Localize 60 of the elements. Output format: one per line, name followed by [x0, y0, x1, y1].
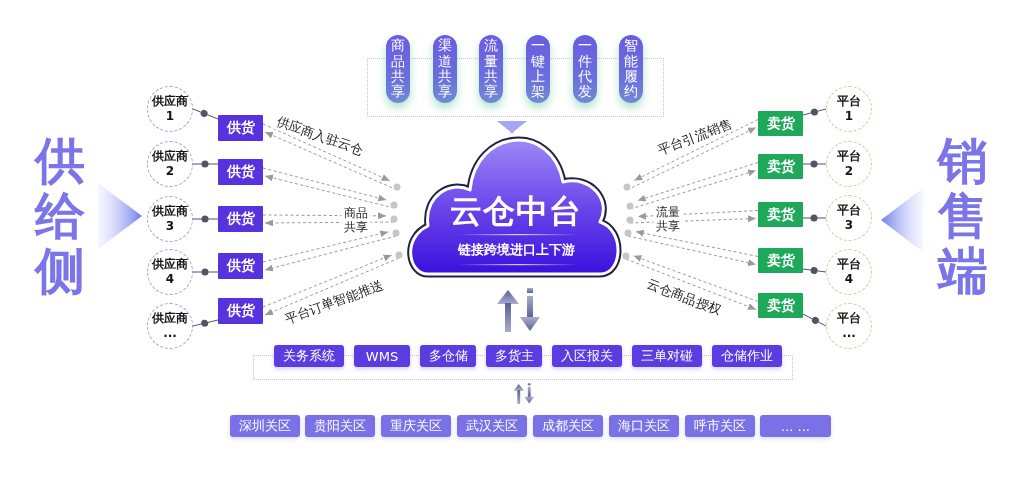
customs-zone-tag: 成都关区 — [533, 415, 603, 437]
supply-tag: 供货 — [218, 159, 263, 185]
dashed-arrow — [264, 235, 397, 272]
sales-tag: 卖货 — [758, 154, 803, 179]
feature-pill: 一键上架 — [526, 35, 550, 103]
cloud-title: 云仓中台 — [450, 194, 582, 230]
dashed-arrow — [627, 235, 757, 267]
edge-label: 流量共享 — [653, 204, 683, 234]
sales-tag: 卖货 — [758, 111, 803, 136]
side-heading: 销售端 — [938, 134, 988, 299]
sales-tag: 卖货 — [758, 293, 803, 318]
customs-zone-tag: 海口关区 — [609, 415, 679, 437]
dashed-arrow — [262, 167, 387, 202]
supply-tag: 供货 — [218, 206, 263, 232]
feature-pill: 流量共享 — [479, 35, 503, 103]
sales-tag: 卖货 — [758, 202, 803, 227]
dot-connector — [802, 160, 827, 168]
supply-tag: 供货 — [218, 253, 263, 279]
dashed-arrow — [264, 257, 400, 316]
module-tag: WMS — [354, 345, 410, 367]
dot-connector — [192, 319, 219, 327]
dashed-arrow — [625, 258, 757, 310]
dashed-arrow — [262, 254, 393, 308]
dashed-arrow — [262, 230, 389, 263]
dot-connector — [192, 268, 219, 276]
module-tag: 多仓储 — [420, 345, 476, 367]
dot-connector — [802, 108, 827, 116]
dot-connector — [802, 266, 827, 274]
dot-connector — [192, 160, 219, 168]
feature-pill: 商品共享 — [386, 35, 410, 103]
supply-tag: 供货 — [218, 298, 263, 324]
dashed-arrow — [635, 229, 759, 257]
dashed-arrow — [633, 119, 759, 181]
supply-tag: 供货 — [218, 115, 263, 141]
edge-label: 商品共享 — [341, 205, 371, 235]
module-tag: 多货主 — [486, 345, 542, 367]
feature-pill: 一件代发 — [573, 35, 597, 103]
dashed-arrow — [633, 255, 759, 302]
dot-connector — [802, 214, 827, 222]
module-tag: 入区报关 — [552, 345, 622, 367]
sales-tag: 卖货 — [758, 248, 803, 273]
cloud-subtitle: 链接跨境进口上下游 — [457, 242, 575, 258]
dashed-arrow — [262, 123, 391, 182]
customs-zone-tag: 重庆关区 — [381, 415, 451, 437]
customs-zone-tag: 武汉关区 — [457, 415, 527, 437]
module-tag: 三单对碰 — [632, 345, 702, 367]
module-tag: 关务系统 — [274, 345, 344, 367]
customs-zone-tag: 呼市关区 — [685, 415, 755, 437]
dot-connector — [192, 108, 219, 120]
customs-zone-tag: 深圳关区 — [230, 415, 300, 437]
module-tag: 仓储作业 — [712, 345, 782, 367]
customs-zone-tag: 贵阳关区 — [305, 415, 375, 437]
feature-pill: 智能履约 — [619, 35, 643, 103]
dashed-arrow — [637, 162, 759, 202]
side-heading: 供给侧 — [35, 134, 85, 299]
dot-connector — [802, 313, 827, 327]
dot-connector — [192, 215, 219, 223]
chevron-arrow — [497, 121, 527, 133]
feature-pill: 渠道共享 — [433, 35, 457, 103]
customs-zone-tag: ... ... — [760, 415, 831, 437]
